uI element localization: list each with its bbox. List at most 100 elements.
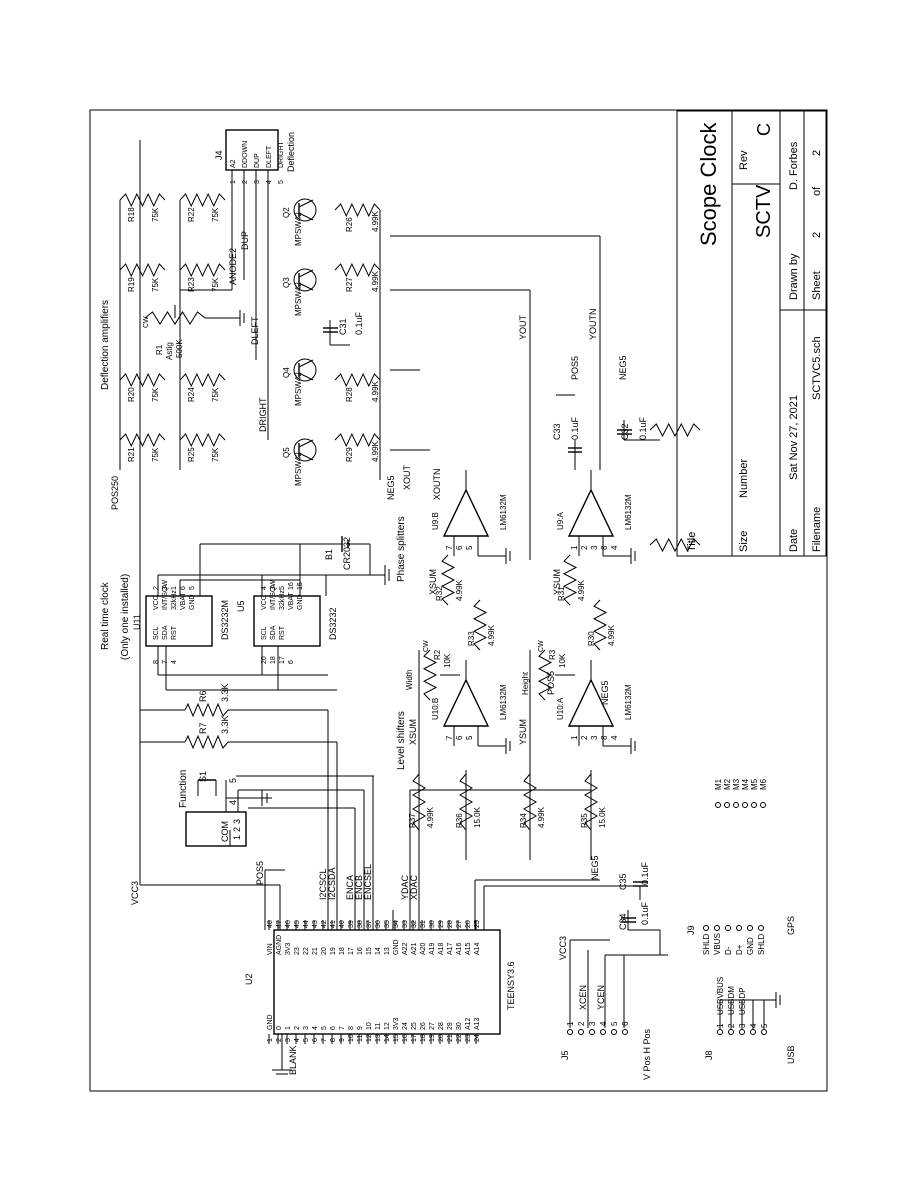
- u2-pin-name: 12: [384, 1022, 391, 1030]
- u10b-opamp: [442, 678, 490, 727]
- c32-ref: C32: [620, 423, 630, 440]
- mounting-hole-ref: M6: [759, 778, 768, 790]
- u5-part: DS3232: [328, 607, 338, 640]
- j8-pin: [728, 1029, 734, 1035]
- q5-part: MPSW42: [294, 452, 303, 486]
- net-enca: ENCA: [345, 875, 355, 900]
- u11-pin-number: 8: [153, 660, 160, 664]
- net-yout: YOUT: [518, 314, 528, 340]
- r22-value: 75K: [211, 207, 220, 222]
- r36-ref: R36: [455, 813, 464, 828]
- u10b-pin: 6: [455, 735, 464, 740]
- r36-resistor: [459, 773, 473, 831]
- s1-ref: S1: [198, 771, 208, 782]
- u2-pin-name: 2: [294, 1026, 301, 1030]
- q5-transistor: [293, 438, 317, 462]
- u2-pin-number: 26: [465, 920, 472, 928]
- u11-pin-number: 7: [162, 660, 169, 664]
- u11-pin-number: 6: [180, 586, 187, 590]
- u2-pin-name: 22: [303, 947, 310, 955]
- u2-pin-number: 48: [267, 920, 274, 928]
- net-blank: BLANK: [288, 1045, 298, 1075]
- r25-ref: R25: [187, 447, 196, 462]
- q5-ref: Q5: [282, 447, 291, 458]
- j5-pin: [611, 1029, 617, 1035]
- width-label: Width: [405, 670, 414, 690]
- j4-label: Deflection: [286, 132, 296, 172]
- u2-pin-number: 17: [411, 1034, 418, 1042]
- u2-pin-number: 3: [285, 1038, 292, 1042]
- u11-pin-name: VBAT: [180, 592, 187, 610]
- size-label: Size: [738, 531, 750, 552]
- u2-pin-number: 42: [321, 920, 328, 928]
- u2-pin-name: 0: [276, 1026, 283, 1030]
- r21-ref: R21: [127, 447, 136, 462]
- u2-pin-number: 9: [339, 1038, 346, 1042]
- r33-value: 4.99K: [487, 624, 496, 646]
- r31-ref: R31: [557, 586, 566, 601]
- u2-pin-number: 20: [438, 1034, 445, 1042]
- u2-pin-name: 10: [366, 1022, 373, 1030]
- j8-pin-name: USBDP: [738, 987, 747, 1015]
- u10b-part: LM6132M: [499, 684, 508, 720]
- s1-code: COM: [220, 821, 230, 842]
- u9a-pin: 1: [570, 545, 579, 550]
- u2-pin-name: 3V3: [285, 942, 292, 955]
- r19-ref: R19: [127, 277, 136, 292]
- r35-resistor: [584, 773, 598, 831]
- heading-level-shifters: Level shifters: [396, 711, 407, 770]
- j4-pin-number: 1: [230, 180, 237, 184]
- u2-right-pins: 48VIN47AGND463V3452344224321422041194018…: [267, 920, 481, 955]
- r2-potentiometer: [422, 649, 438, 701]
- c35-ref: C35: [618, 873, 628, 890]
- r18-value: 75K: [151, 207, 160, 222]
- u2-pin-name: 15: [366, 947, 373, 955]
- u2-pin-name: A19: [429, 942, 436, 955]
- s1-pin-3: 3: [232, 819, 242, 824]
- c32-capacitor: [617, 420, 660, 441]
- date-value: Sat Nov 27, 2021: [788, 395, 800, 480]
- u9b-part: LM6132M: [499, 494, 508, 530]
- u5-pin-number: 5: [279, 586, 286, 590]
- astig-label: Astig: [165, 342, 174, 360]
- u2-pin-number: 10: [348, 1034, 355, 1042]
- j4-pin-name: A2: [230, 159, 237, 168]
- r23-ref: R23: [187, 277, 196, 292]
- r2-value: 10K: [443, 653, 452, 668]
- mounting-hole-ref: M2: [723, 778, 732, 790]
- mounting-hole: [715, 802, 721, 808]
- j5-pin-number: 5: [610, 1021, 619, 1026]
- j8-pin: [739, 1029, 745, 1035]
- u11-pin-number: 4: [171, 660, 178, 664]
- j9-pin: [747, 925, 753, 931]
- r34-value: 4.99K: [537, 806, 546, 828]
- u2-pin-name: 4: [312, 1026, 319, 1030]
- r28-value: 4.99K: [371, 380, 380, 402]
- u10a-pin: 2: [580, 735, 589, 740]
- r32-ref: R32: [435, 586, 444, 601]
- j9-pin-name: GND: [746, 937, 755, 955]
- r3-pot: [649, 537, 701, 553]
- u2-pin-name: A22: [402, 942, 409, 955]
- r32-resistor: [440, 554, 456, 606]
- net-encsel: ENCSEL: [363, 864, 373, 900]
- net-vcc3: VCC3: [130, 881, 140, 905]
- u5-pin-name: SDA: [270, 625, 277, 640]
- r19-resistor: [119, 262, 166, 278]
- u2-pin-name: A13: [474, 1017, 481, 1030]
- u10b-pin: 7: [445, 735, 454, 740]
- u2-pin-number: 35: [384, 920, 391, 928]
- net-dleft: DLEFT: [250, 316, 260, 345]
- u2-pin-name: 19: [330, 947, 337, 955]
- r24-ref: R24: [187, 387, 196, 402]
- height-label: Height: [521, 671, 530, 695]
- net-ycen: YCEN: [596, 985, 606, 1010]
- u2-pin-number: 13: [375, 1034, 382, 1042]
- s1-switch: [185, 775, 374, 847]
- u9b-pin: 5: [465, 545, 474, 550]
- u2-pin-name: GND: [267, 1014, 274, 1030]
- u2-pin-name: 20: [321, 947, 328, 955]
- j8-pin: [717, 1029, 723, 1035]
